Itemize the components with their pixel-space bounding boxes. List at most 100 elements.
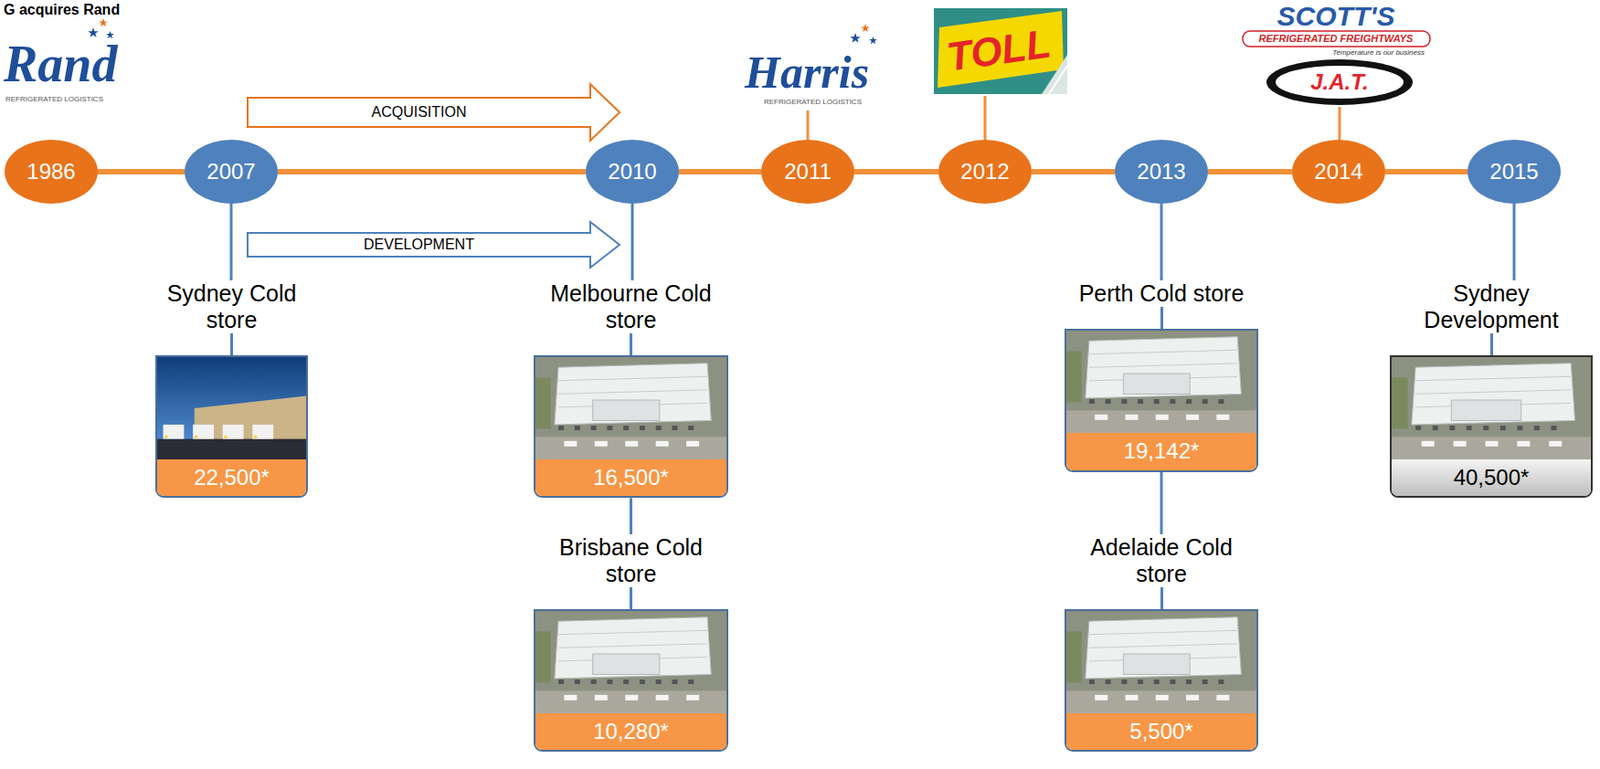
store-name: Sydney Development — [1389, 280, 1593, 334]
logo-text: Harris — [744, 45, 869, 99]
store-photo — [1066, 330, 1257, 434]
timeline-drop-line — [1160, 203, 1164, 281]
photo-dock — [591, 679, 597, 685]
photo-roof-line — [558, 643, 708, 647]
photo-dock — [1154, 399, 1160, 404]
photo-truck — [163, 423, 185, 439]
cold-store-card: Adelaide Cold store 5,500* — [1064, 534, 1259, 753]
photo-truck — [1484, 440, 1498, 446]
photo-dock — [1534, 425, 1540, 431]
year-circle: 2012 — [938, 139, 1032, 204]
toll-sign — [937, 10, 1064, 88]
timeline-segment — [277, 169, 586, 175]
photo-dock — [1105, 399, 1112, 404]
year-text: 1986 — [26, 158, 75, 185]
photo-roof-line — [558, 630, 708, 635]
photo-roof-line — [558, 389, 708, 393]
photo-dock — [671, 679, 678, 685]
photo-annex — [593, 400, 660, 421]
photo-ground — [1391, 357, 1591, 460]
photo-grass — [1066, 350, 1082, 403]
photo-dock — [1169, 679, 1176, 685]
photo-truck — [1186, 694, 1199, 700]
logo-subtext: Temperature is our business — [1232, 48, 1425, 58]
store-photo — [1066, 611, 1257, 714]
photo-dock — [656, 425, 662, 431]
photo-dock — [591, 425, 597, 431]
logo-subtext: REFRIGERATED LOGISTICS — [5, 95, 104, 104]
store-frame: 5,500* — [1064, 609, 1259, 753]
logo-subtext: REFRIGERATED FREIGHTWAYS — [1232, 31, 1440, 45]
photo-truck — [656, 440, 669, 446]
photo-dock — [1154, 679, 1160, 685]
photo-dock — [1137, 679, 1144, 685]
photo-dock — [1483, 425, 1489, 431]
year-text: 2015 — [1489, 158, 1538, 185]
capacity-value: 16,500* — [535, 459, 727, 498]
year-text: 2014 — [1313, 158, 1363, 185]
stem-line — [629, 587, 633, 610]
photo-dock — [1218, 679, 1224, 685]
year-circle: 2015 — [1467, 139, 1561, 204]
stem-line — [1490, 333, 1494, 356]
photo-warehouse — [1085, 336, 1242, 398]
timeline-drop-line — [1160, 472, 1164, 535]
photo-light — [223, 434, 228, 439]
photo-roof-line — [1089, 363, 1238, 368]
timeline-segment — [854, 169, 939, 175]
logo-star — [849, 32, 860, 43]
photo-road — [535, 436, 727, 460]
photo-dock — [606, 425, 613, 431]
photo-dock — [1500, 425, 1506, 431]
capacity-value: 22,500* — [157, 459, 307, 498]
photo-light — [194, 434, 199, 439]
stem — [155, 333, 308, 356]
store-frame: 19,142* — [1064, 328, 1259, 473]
photo-dock — [1121, 679, 1127, 685]
photo-truck — [1186, 414, 1199, 421]
timeline-segment — [1031, 169, 1115, 175]
photo-dock — [558, 425, 564, 431]
photo-ground — [535, 611, 727, 714]
timeline-segment — [97, 169, 185, 175]
store-name: Brisbane Cold store — [533, 534, 729, 588]
arrow-label: ACQUISITION — [367, 103, 470, 122]
leader-line — [984, 95, 987, 140]
cold-store-card: Melbourne Cold store 16,500* — [533, 280, 729, 499]
year-circle: 2011 — [761, 139, 855, 204]
photo-warehouse — [554, 616, 711, 679]
photo-truck — [1124, 414, 1138, 421]
leader-line — [1338, 106, 1342, 140]
photo-grass — [535, 377, 551, 429]
store-name: Melbourne Cold store — [533, 280, 729, 334]
photo-truck — [1124, 694, 1138, 700]
timeline-drop-line — [631, 203, 635, 281]
photo-dock — [639, 425, 646, 431]
cold-store-card: Perth Cold store19,142* — [1064, 280, 1259, 473]
store-name: Sydney Cold store — [155, 280, 308, 334]
stem — [1064, 307, 1259, 329]
photo-truck — [1155, 414, 1169, 421]
photo-truck — [192, 423, 214, 439]
timeline-segment — [1385, 169, 1468, 175]
store-photo — [535, 611, 727, 714]
timeline-drop-line — [629, 498, 633, 535]
photo-light — [164, 434, 169, 439]
photo-annex — [1123, 654, 1190, 675]
photo-dock — [606, 679, 613, 685]
year-circle: 2014 — [1292, 139, 1386, 204]
photo-dock — [1550, 425, 1557, 431]
photo-dock — [1218, 399, 1224, 404]
year-circle: 2007 — [184, 139, 278, 204]
photo-annex — [593, 654, 660, 675]
capacity-value: 19,142* — [1066, 433, 1257, 471]
store-frame: 40,500* — [1389, 355, 1593, 499]
photo-dock — [1202, 679, 1208, 685]
photo-road — [535, 690, 727, 714]
logo-star — [860, 23, 870, 32]
photo-truck — [1094, 414, 1108, 421]
photo-truck — [1216, 414, 1230, 421]
store-name: Adelaide Cold store — [1064, 534, 1259, 588]
year-circle: 2013 — [1114, 139, 1208, 204]
photo-truck — [563, 440, 577, 446]
